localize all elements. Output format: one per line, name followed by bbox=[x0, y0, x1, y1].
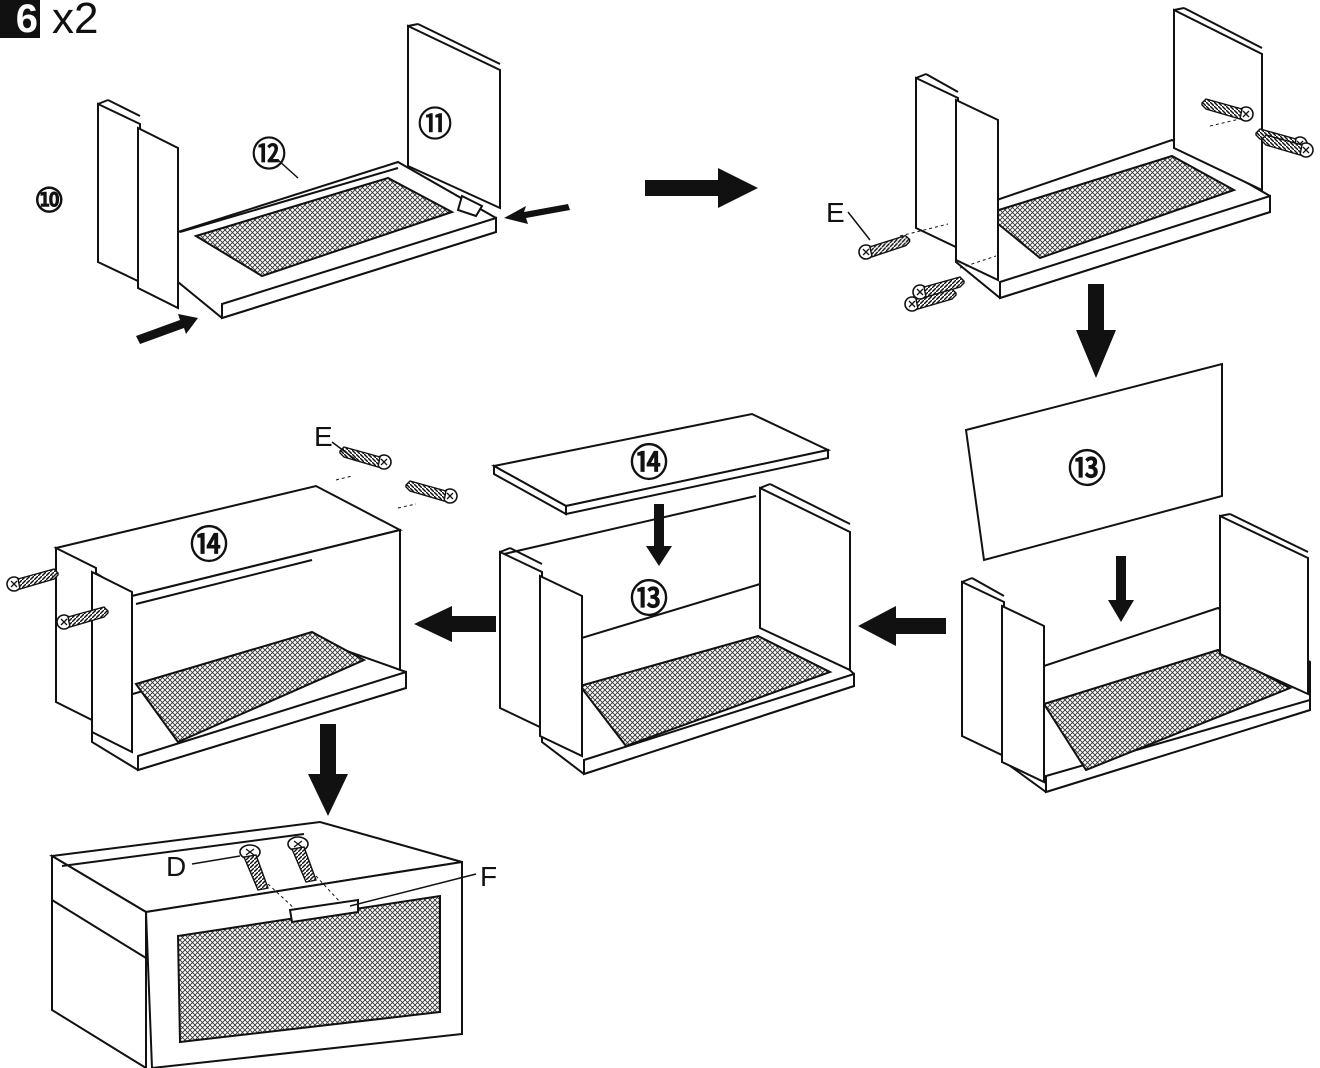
step-front-handle bbox=[48, 820, 463, 1068]
hardware-label-e-top: E bbox=[314, 421, 333, 452]
callout-part-13: ⑬ bbox=[1068, 449, 1106, 491]
arrow-icon bbox=[858, 606, 946, 646]
screw-icon bbox=[857, 234, 912, 261]
callout-part-14-installed: ⑭ bbox=[190, 525, 228, 567]
arrow-icon bbox=[308, 724, 348, 816]
callout-part-14: ⑭ bbox=[630, 443, 668, 485]
screw-icon bbox=[405, 480, 458, 504]
callout-part-13-installed: ⑬ bbox=[630, 579, 668, 621]
step-back-panel bbox=[961, 362, 1311, 794]
step-number-box: 6 bbox=[0, 0, 40, 39]
arrow-icon bbox=[1108, 556, 1134, 622]
arrow-icon bbox=[504, 204, 570, 224]
callout-part-12: ⑫ bbox=[252, 136, 286, 174]
step-screw-sides bbox=[915, 7, 1271, 300]
arrow-icon bbox=[646, 504, 672, 566]
hardware-label-f: F bbox=[480, 861, 497, 892]
arrow-icon bbox=[645, 168, 758, 208]
step-exploded-sides bbox=[97, 23, 501, 320]
screw-icon bbox=[6, 568, 59, 592]
hardware-label-d: D bbox=[166, 851, 186, 882]
screw-icon bbox=[339, 446, 392, 470]
step-top-panel bbox=[491, 412, 855, 776]
quantity-label: x2 bbox=[52, 0, 99, 43]
step-screw-top bbox=[53, 484, 407, 772]
hardware-label-e: E bbox=[826, 197, 845, 228]
arrow-icon bbox=[1076, 284, 1116, 378]
callout-part-11: ⑪ bbox=[418, 106, 452, 144]
arrow-icon bbox=[136, 314, 198, 344]
callout-part-10: ⑩ bbox=[34, 182, 64, 220]
arrow-icon bbox=[414, 606, 496, 642]
